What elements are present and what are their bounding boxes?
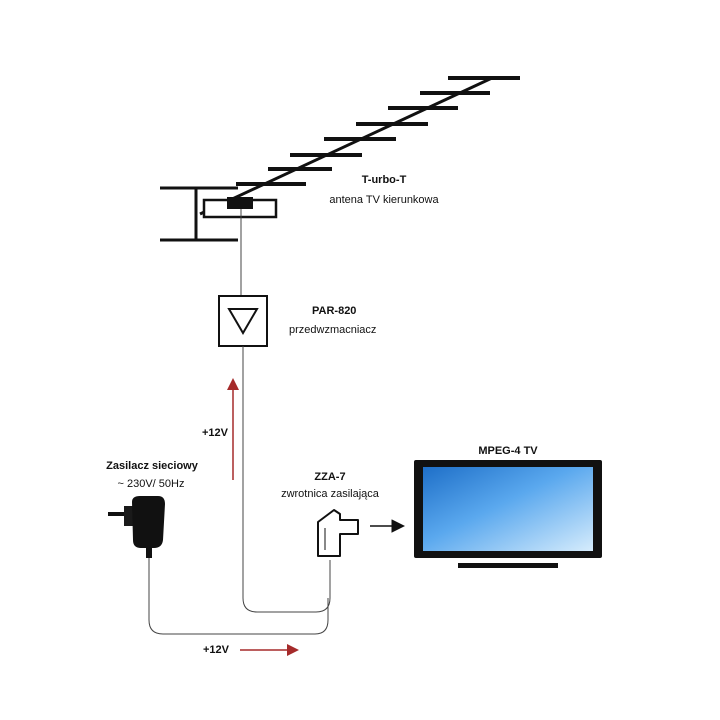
splitter-description-label: zwrotnica zasilająca bbox=[281, 488, 380, 500]
antenna-directors bbox=[236, 76, 520, 186]
voltage-label-vertical: +12V bbox=[202, 427, 229, 439]
tv-screen bbox=[423, 467, 593, 551]
antenna-model-label: T-urbo-T bbox=[362, 174, 407, 186]
plug-prong-icon bbox=[108, 512, 126, 516]
power-supply-name-label: Zasilacz sieciowy bbox=[106, 460, 199, 472]
preamplifier: PAR-820 przedwzmacniacz bbox=[218, 295, 376, 347]
power-supply: Zasilacz sieciowy ~ 230V/ 50Hz bbox=[106, 460, 199, 558]
power-inserter: ZZA-7 zwrotnica zasilająca bbox=[281, 471, 380, 557]
antenna-boom bbox=[199, 76, 493, 216]
antenna: T-urbo-T antena TV kierunkowa bbox=[160, 76, 520, 242]
preamp-description-label: przedwzmacniacz bbox=[289, 324, 376, 336]
television: MPEG-4 TV bbox=[414, 445, 602, 568]
tv-stand bbox=[458, 563, 558, 568]
antenna-connector bbox=[227, 197, 253, 209]
plug-collar-icon bbox=[124, 506, 134, 526]
preamp-triangle-icon bbox=[227, 308, 259, 335]
power-adapter-cable-stub bbox=[146, 546, 152, 558]
preamp-model-label: PAR-820 bbox=[312, 305, 356, 317]
cable-power-to-splitter bbox=[148, 558, 329, 635]
tv-label: MPEG-4 TV bbox=[478, 445, 538, 457]
preamp-box bbox=[218, 295, 268, 347]
power-adapter-icon bbox=[132, 496, 165, 548]
voltage-label-horizontal: +12V bbox=[203, 644, 230, 656]
antenna-reflector bbox=[160, 186, 238, 242]
power-inserter-icon bbox=[317, 509, 359, 557]
splitter-model-label: ZZA-7 bbox=[314, 471, 345, 483]
cable-preamp-to-splitter bbox=[242, 346, 331, 613]
antenna-description-label: antena TV kierunkowa bbox=[329, 194, 439, 206]
power-supply-rating-label: ~ 230V/ 50Hz bbox=[118, 478, 185, 490]
